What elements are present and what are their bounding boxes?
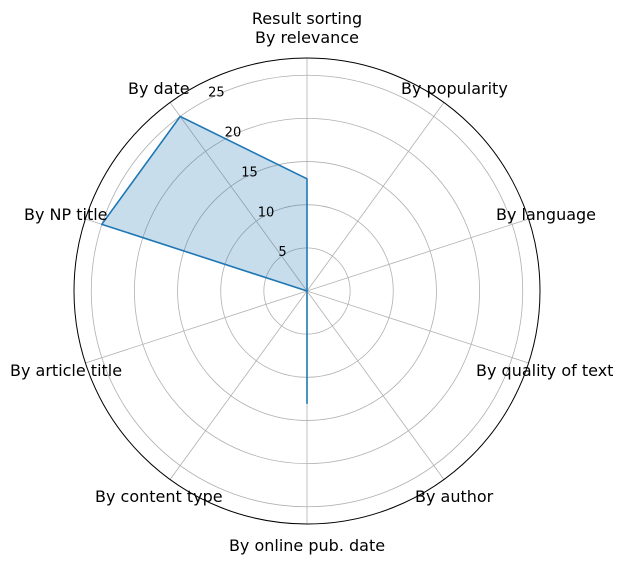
spoke-3 xyxy=(306,290,529,364)
series xyxy=(101,115,308,404)
category-label: By author xyxy=(415,487,494,506)
radial-tick-label: 25 xyxy=(208,86,225,101)
category-label: By relevance xyxy=(255,28,359,47)
radial-tick-label: 10 xyxy=(258,205,275,220)
spoke-6 xyxy=(169,290,308,480)
series-line xyxy=(101,115,308,404)
spoke-2 xyxy=(306,218,529,292)
series-area xyxy=(101,116,307,404)
radial-tick-label: 5 xyxy=(278,245,286,260)
spoke-1 xyxy=(306,102,445,292)
category-label: By article title xyxy=(10,361,122,380)
grid xyxy=(73,57,541,525)
outer-frame xyxy=(73,57,541,525)
category-label: By popularity xyxy=(401,79,508,98)
category-label: By online pub. date xyxy=(229,536,385,555)
spoke-4 xyxy=(306,290,445,480)
radial-ticks: 5 10 15 20 25 xyxy=(208,86,286,260)
radial-tick-label: 20 xyxy=(225,126,242,141)
category-label: By date xyxy=(128,79,190,98)
spoke-7 xyxy=(85,290,308,364)
category-label: By language xyxy=(496,205,596,224)
spoke-9 xyxy=(169,102,308,292)
category-label: By content type xyxy=(95,487,223,506)
category-label: By quality of text xyxy=(476,361,613,380)
chart-title: Result sorting xyxy=(252,9,362,28)
radial-tick-label: 15 xyxy=(241,165,258,180)
category-labels: By relevance By popularity By language By q… xyxy=(10,28,613,555)
category-label: By NP title xyxy=(24,205,108,224)
